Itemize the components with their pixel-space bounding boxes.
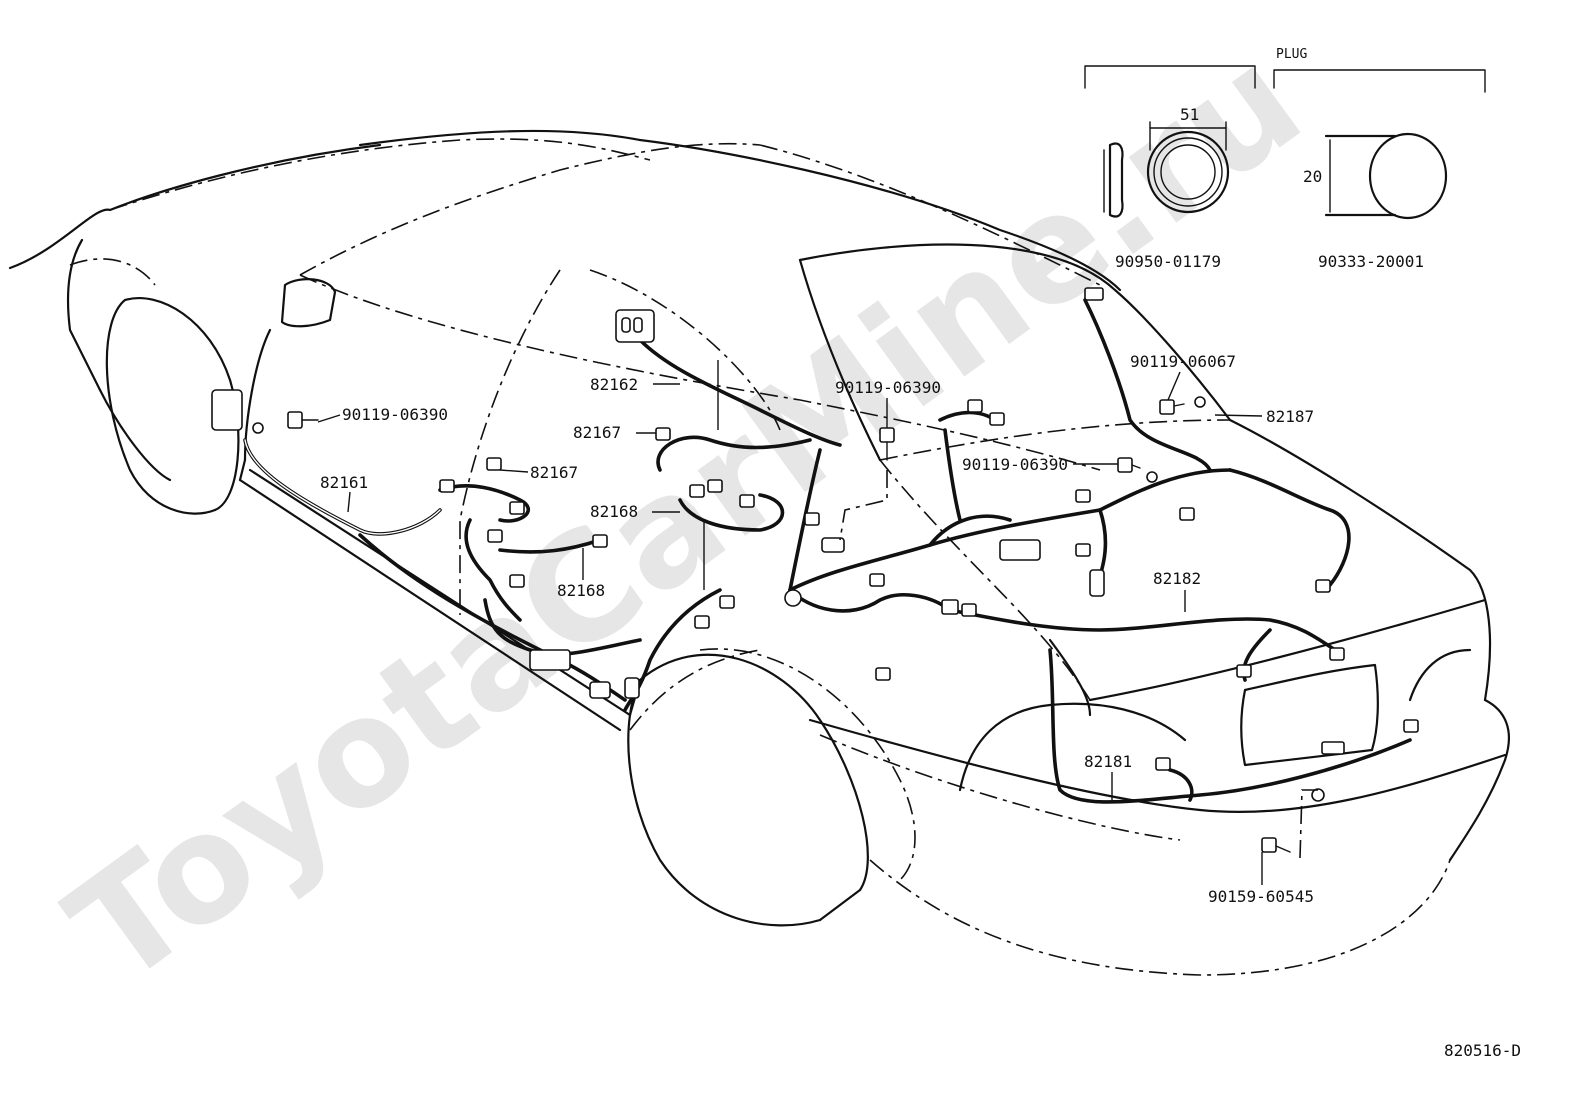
bolt-icon [287, 411, 319, 429]
label-harness-82187: 82187 [1266, 407, 1314, 426]
dimension-diameter: 51 [1180, 105, 1199, 124]
label-bolt-left: 90119-06390 [342, 405, 448, 424]
label-bolt-center: 90119-06390 [835, 378, 941, 397]
bolt-icon [879, 427, 895, 461]
label-bolt-right-top: 90119-06067 [1130, 352, 1236, 371]
connectors [211, 287, 1419, 802]
plug-label: PLUG [1276, 47, 1307, 62]
plug-detail-inset: PLUG 51 20 90950-01179 90333-20001 [1084, 47, 1486, 271]
car-body-outline [8, 129, 1510, 976]
bolt-icon [1117, 457, 1141, 473]
diagram-code: 820516-D [1444, 1041, 1521, 1060]
label-harness-82167-a: 82167 [573, 423, 621, 442]
label-harness-82167-b: 82167 [530, 463, 578, 482]
bolts [287, 399, 1318, 859]
grommet-ring [1146, 130, 1230, 214]
watermark: ToyotaCarMine.ru [39, 14, 1331, 1018]
label-harness-82162: 82162 [590, 375, 638, 394]
label-harness-82168-b: 82168 [557, 581, 605, 600]
plug-cap [1368, 132, 1448, 220]
part-number-plug: 90333-20001 [1318, 252, 1424, 271]
label-harness-82181: 82181 [1084, 752, 1132, 771]
part-number-grommet: 90950-01179 [1115, 252, 1221, 271]
label-bolt-right-mid: 90119-06390 [962, 455, 1068, 474]
bolt-icon [1261, 837, 1291, 853]
leader-lines [317, 360, 1263, 885]
label-harness-82168-a: 82168 [590, 502, 638, 521]
part-labels: 90119-06390 82161 82162 82167 82167 8216… [320, 352, 1521, 1060]
dimension-length: 20 [1303, 167, 1322, 186]
bolt-icon [1159, 399, 1185, 415]
label-bolt-rear: 90159-60545 [1208, 887, 1314, 906]
label-harness-82182: 82182 [1153, 569, 1201, 588]
label-harness-82161: 82161 [320, 473, 368, 492]
